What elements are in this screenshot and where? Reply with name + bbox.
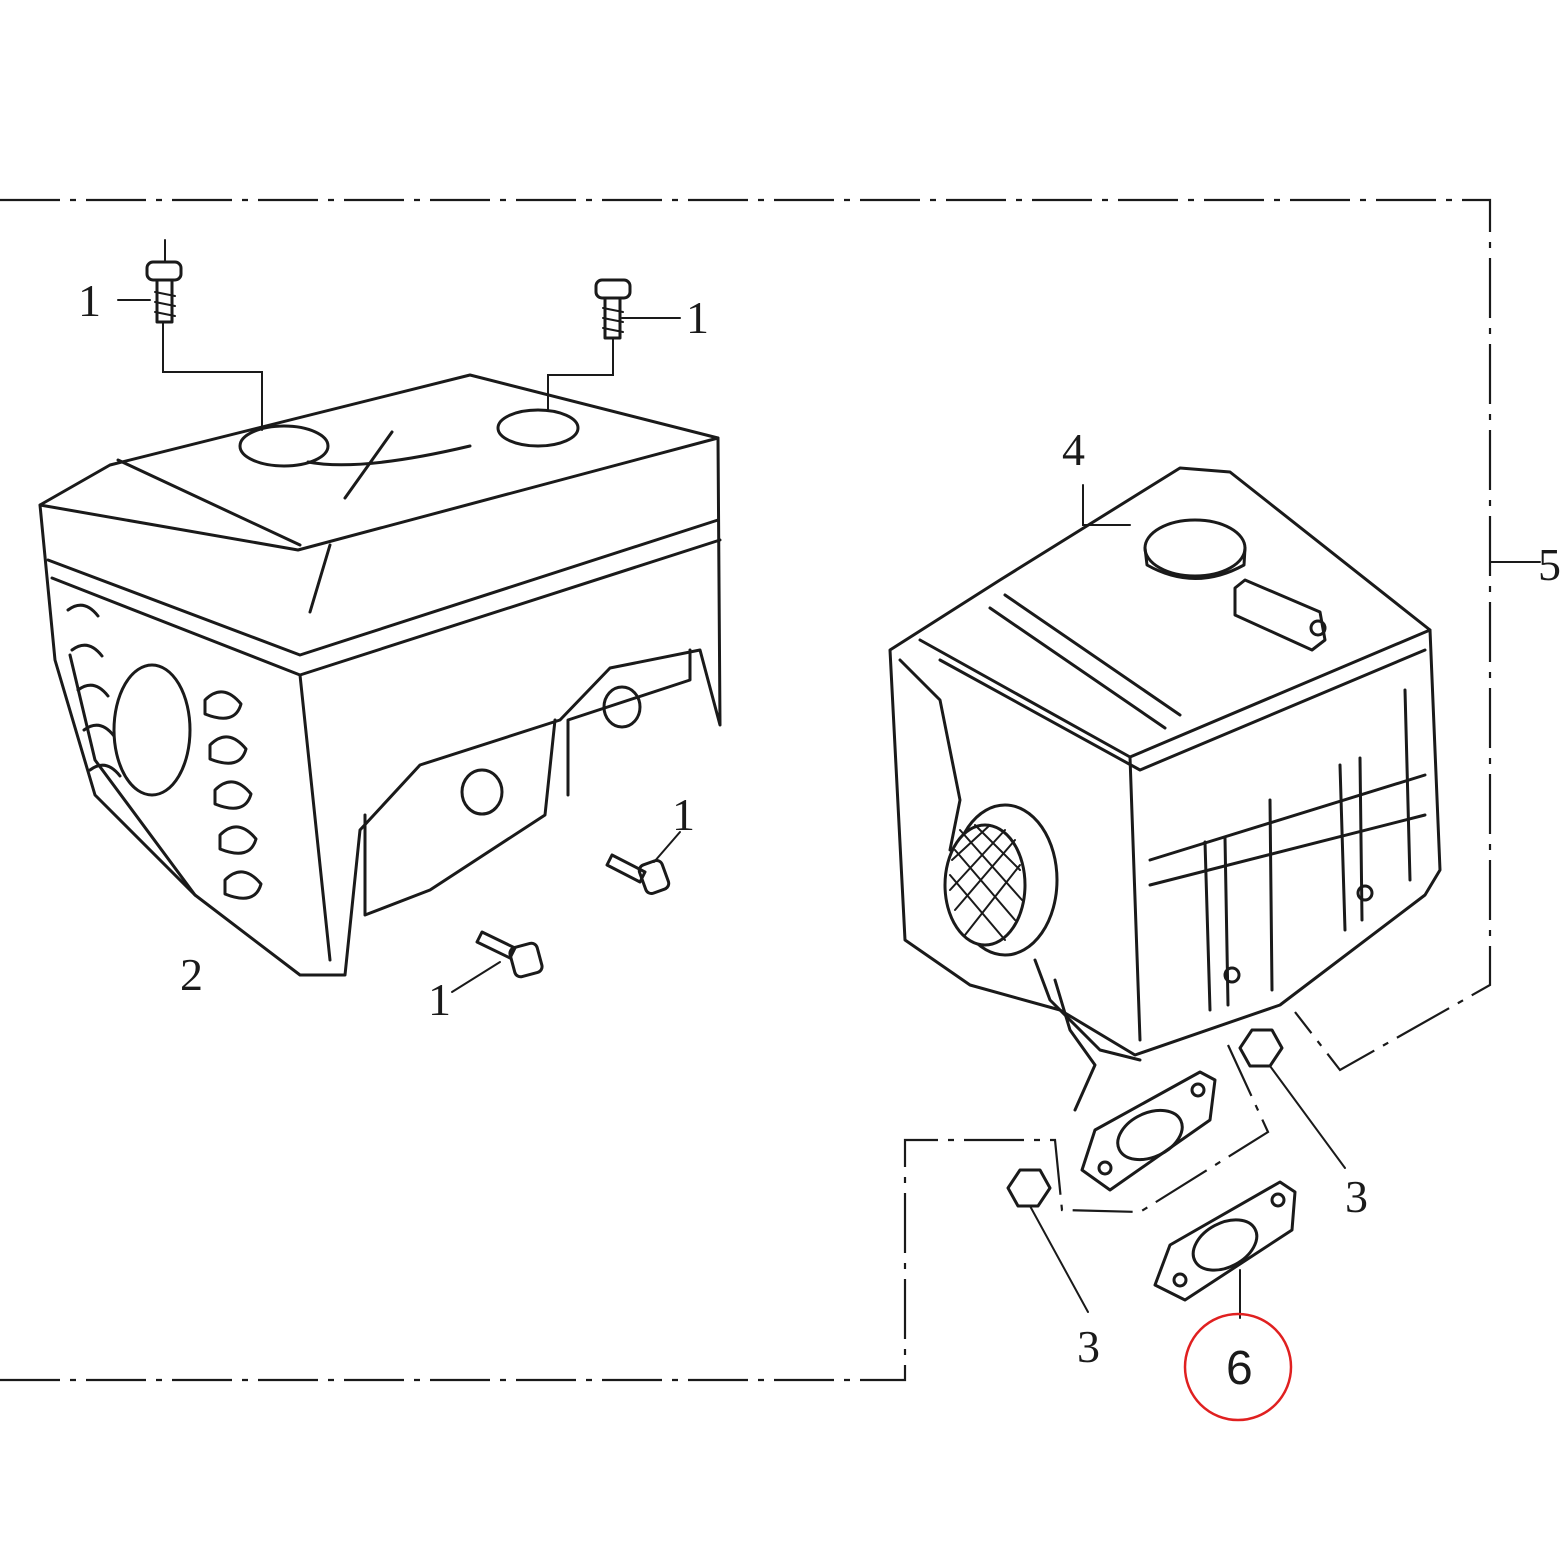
- assembly-bracket: [0, 198, 1541, 1382]
- nut-left: [1006, 1168, 1089, 1313]
- callout-gasket: 6: [1226, 1342, 1253, 1395]
- callout-screw-top-left: 1: [78, 275, 101, 326]
- callout-screw-top-right: 1: [686, 292, 709, 343]
- gasket-part-6: [1153, 1180, 1297, 1319]
- callout-screw-low: 1: [428, 974, 451, 1025]
- callout-assembly: 5: [1538, 539, 1560, 590]
- screw-low: [451, 930, 544, 993]
- screw-top-left: [117, 239, 263, 431]
- muffler-outlet-screen: [943, 803, 1059, 957]
- engine-cover: [38, 373, 722, 977]
- callout-cover: 2: [180, 949, 203, 1000]
- screw-top-right: [547, 278, 681, 411]
- muffler: [888, 466, 1442, 1112]
- highlight-circle: [1183, 1312, 1293, 1422]
- screw-mid: [605, 831, 681, 896]
- upper-gasket: [1080, 1070, 1217, 1192]
- callout-screw-mid: 1: [672, 789, 695, 840]
- callout-nut-left: 3: [1077, 1321, 1100, 1372]
- nut-right: [1238, 1028, 1346, 1169]
- gasket-highlight: 6: [1183, 1312, 1293, 1422]
- callout-muffler: 4: [1062, 424, 1085, 475]
- callout-nut-right: 3: [1345, 1171, 1368, 1222]
